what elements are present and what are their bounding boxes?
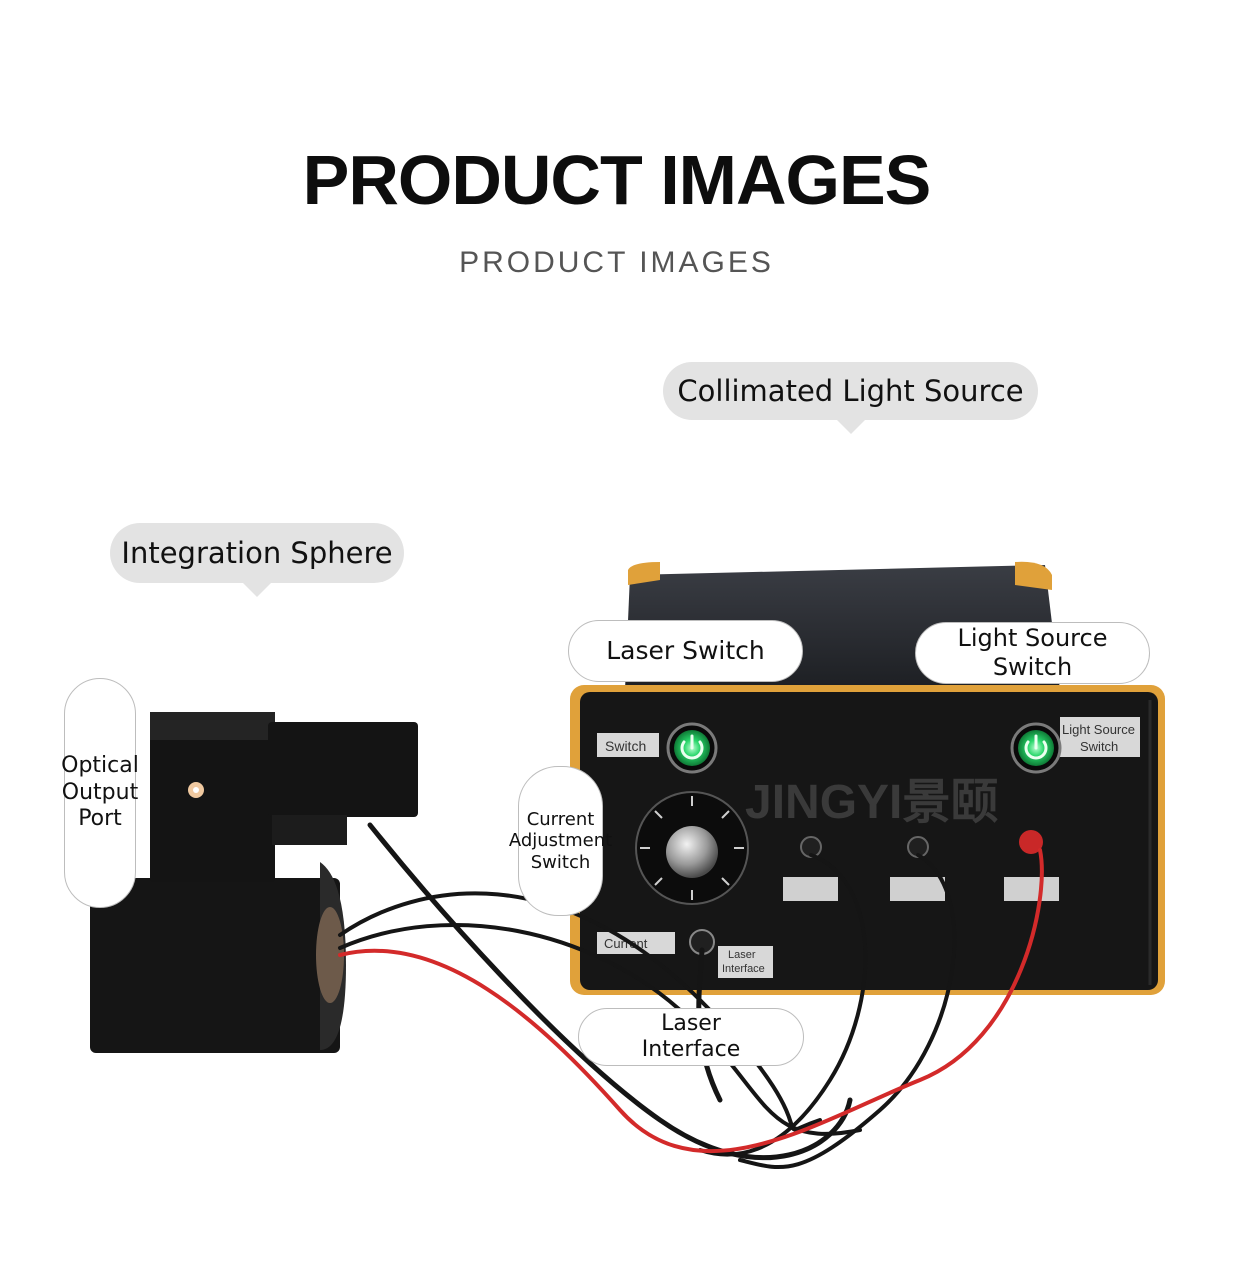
integration-sphere-text: Integration Sphere	[121, 536, 393, 570]
light-source-switch-callout: Light Source Switch	[915, 622, 1150, 684]
current-adjustment-switch-text: Current Adjustment Switch	[508, 808, 613, 873]
optical-output-port-callout: Optical Output Port	[61, 678, 139, 908]
laser-interface-text: Laser Interface	[641, 1010, 741, 1062]
laser-switch-text: Laser Switch	[606, 636, 765, 665]
svg-text:Switch: Switch	[1080, 739, 1118, 754]
power-icon	[666, 722, 718, 774]
collimated-light-source-text: Collimated Light Source	[677, 374, 1024, 408]
page-title: PRODUCT IMAGES	[302, 141, 932, 219]
integration-sphere-device	[90, 712, 418, 1053]
integration-sphere-label: Integration Sphere	[110, 523, 404, 597]
svg-text:Laser: Laser	[728, 949, 756, 961]
svg-text:Light Source: Light Source	[1062, 722, 1135, 737]
current-dial	[635, 791, 749, 905]
cables	[338, 822, 1044, 1170]
pill-pointer	[243, 583, 271, 597]
pill-pointer	[836, 420, 865, 434]
page-subtitle: PRODUCT IMAGES	[459, 246, 774, 279]
power-icon	[1010, 722, 1062, 774]
laser-interface-callout: Laser Interface	[578, 1008, 804, 1066]
panel-tag-switch: Switch	[605, 738, 646, 754]
light-source-switch-text: Light Source Switch	[957, 624, 1108, 681]
current-adjustment-switch-callout: Current Adjustment Switch	[509, 766, 612, 916]
laser-switch-callout: Laser Switch	[568, 620, 803, 682]
svg-text:Interface: Interface	[722, 963, 765, 975]
collimated-light-source-label: Collimated Light Source	[663, 362, 1038, 434]
optical-output-port-text: Optical Output Port	[61, 753, 139, 832]
brand-watermark: JINGYI景颐	[745, 776, 998, 829]
